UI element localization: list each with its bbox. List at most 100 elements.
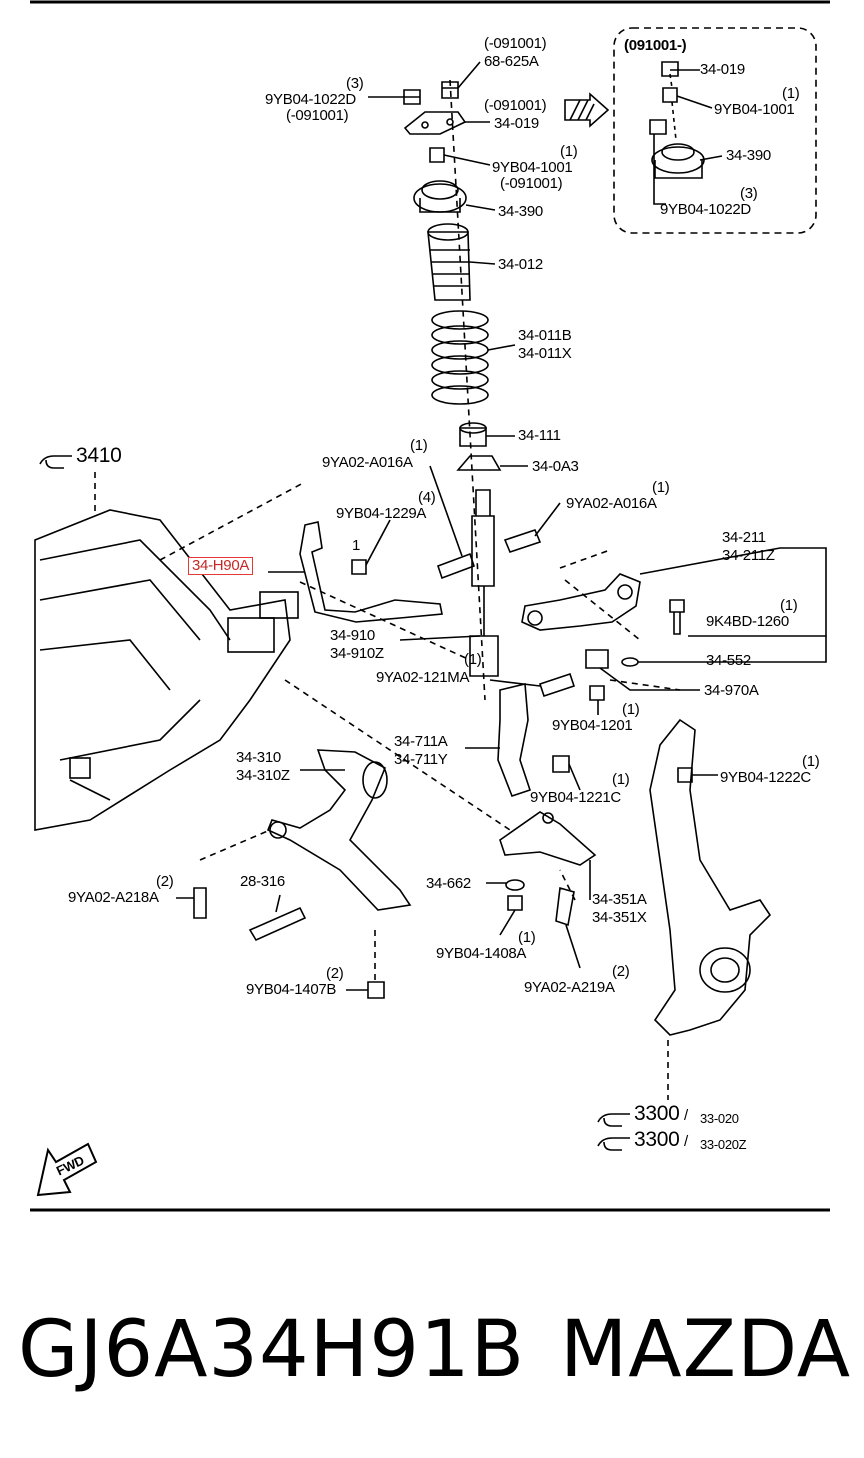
bushing-34-970a <box>585 649 609 669</box>
inset-label-9yb04-1022d: 9YB04-1022D <box>660 201 751 218</box>
label-34-351x: 34-351X <box>592 909 647 926</box>
label-9yb04-1407b: 9YB04-1407B <box>246 981 337 998</box>
label-34-211z: 34-211Z <box>722 547 775 564</box>
inset-box <box>613 27 817 234</box>
footer: GJ6A34H91B MAZDA <box>0 1300 864 1400</box>
inset-label-9yb04-1001: 9YB04-1001 <box>714 101 795 118</box>
pointer-icon-3410 <box>39 455 72 469</box>
qty-9k4bd-1260: (1) <box>780 597 798 614</box>
label-34-310: 34-310 <box>236 749 281 766</box>
label-34-910: 34-910 <box>330 627 375 644</box>
label-9yb04-1229a: 9YB04-1229A <box>336 505 427 522</box>
strut-axis <box>449 79 486 701</box>
stabilizer-link <box>299 521 443 623</box>
dust-boot <box>427 231 471 301</box>
label-34-711a: 34-711A <box>394 733 448 750</box>
parts-diagram: (-091001) 68-625A (3) 9YB04-1022D (-0910… <box>30 0 830 1212</box>
qty-9ya02-a016a-left: (1) <box>410 437 428 454</box>
bolt-9ya02-a218a <box>193 887 207 919</box>
coil-spring <box>431 310 489 405</box>
steering-knuckle <box>649 718 772 1036</box>
qty-9ya02-a218a: (2) <box>156 873 174 890</box>
inset-nut-9yb04-1022d <box>649 119 667 205</box>
label-34-711y: 34-711Y <box>394 751 448 768</box>
ball-joint <box>499 811 597 866</box>
bolt-9ya02-121ma <box>538 672 576 698</box>
nut-68-625a <box>441 81 459 99</box>
ref-separator-a: / <box>684 1107 688 1124</box>
fwd-arrow <box>36 1142 98 1197</box>
upper-arm <box>521 573 641 631</box>
label-34-662: 34-662 <box>426 875 471 892</box>
label-34-390: 34-390 <box>498 203 543 220</box>
label-34-351a: 34-351A <box>592 891 647 908</box>
label-9yb04-1001: 9YB04-1001 <box>492 159 573 176</box>
ref-3300-a[interactable]: 3300 <box>634 1102 680 1125</box>
qty-9yb04-1201: (1) <box>622 701 640 718</box>
pointer-icon-3300b <box>597 1137 630 1151</box>
qty-9yb04-1229a: (4) <box>418 489 436 506</box>
qty-9yb04-1001: (1) <box>560 143 578 160</box>
qty-9ya02-a016a-right: (1) <box>652 479 670 496</box>
label-9yb04-1001-rev: (-091001) <box>500 175 563 192</box>
qty-9ya02-121ma: (1) <box>464 651 482 668</box>
qty-9ya02-a219a: (2) <box>612 963 630 980</box>
label-34-011b: 34-011B <box>518 327 572 344</box>
label-34-019-rev: (-091001) <box>484 97 547 114</box>
ref-3300-b[interactable]: 3300 <box>634 1128 680 1151</box>
washer-34-662 <box>505 879 525 891</box>
pointer-icon-3300a <box>597 1113 630 1127</box>
label-9yb04-1222c: 9YB04-1222C <box>720 769 811 786</box>
ref-33-020[interactable]: 33-020 <box>700 1111 739 1126</box>
ref-3410[interactable]: 3410 <box>76 444 122 467</box>
label-9yb04-1408a: 9YB04-1408A <box>436 945 527 962</box>
label-9ya02-a218a: 9YA02-A218A <box>68 889 159 906</box>
label-9yb04-1201: 9YB04-1201 <box>552 717 633 734</box>
inset-nut-34-019 <box>661 61 679 77</box>
label-34-910z: 34-910Z <box>330 645 384 662</box>
label-68-625a: 68-625A <box>484 53 539 70</box>
shock-absorber <box>469 489 499 677</box>
label-34-552: 34-552 <box>706 652 751 669</box>
qty-34-h90a: 1 <box>352 537 361 554</box>
label-34-111: 34-111 <box>518 427 561 444</box>
nut-9yb04-1229a <box>351 559 367 575</box>
label-9ya02-a219a: 9YA02-A219A <box>524 979 615 996</box>
bolt-9ya02-a016a-left <box>436 552 476 580</box>
nut-9yb04-1407b <box>367 981 385 999</box>
inset-nut-9yb04-1001 <box>662 87 678 103</box>
washer-34-552 <box>621 657 639 667</box>
nut-9yb04-1022d <box>403 89 421 105</box>
label-9yb04-1022d: 9YB04-1022D <box>265 91 356 108</box>
nut-9yb04-1221c <box>552 755 570 773</box>
label-34-970a: 34-970A <box>704 682 759 699</box>
label-9ya02-a016a-right: 9YA02-A016A <box>566 495 657 512</box>
bolt-9ya02-a016a-right <box>503 529 542 553</box>
top-plate <box>403 111 467 135</box>
bolt-28-316 <box>248 906 307 942</box>
qty-9yb04-1407b: (2) <box>326 965 344 982</box>
nut-9yb04-1408a <box>507 895 523 911</box>
bolt-9k4bd-1260 <box>669 599 685 635</box>
nut-9yb04-1222c <box>677 767 693 783</box>
knuckle-34-711a <box>497 683 532 797</box>
inset-qty-9yb04-1001: (1) <box>782 85 800 102</box>
ref-separator-b: / <box>684 1133 688 1150</box>
label-34-012: 34-012 <box>498 256 543 273</box>
inset-label-34-390: 34-390 <box>726 147 771 164</box>
brand-name: MAZDA <box>560 1305 852 1395</box>
bump-stop <box>459 427 487 447</box>
label-68-625a-rev: (-091001) <box>484 35 547 52</box>
inset-label-34-019: 34-019 <box>700 61 745 78</box>
label-9k4bd-1260: 9K4BD-1260 <box>706 613 789 630</box>
qty-9yb04-1222c: (1) <box>802 753 820 770</box>
ref-33-020z[interactable]: 33-020Z <box>700 1137 747 1152</box>
qty-9yb04-1408a: (1) <box>518 929 536 946</box>
part-number: GJ6A34H91B <box>18 1305 526 1395</box>
label-9ya02-121ma: 9YA02-121MA <box>376 669 470 686</box>
label-9ya02-a016a-left: 9YA02-A016A <box>322 454 413 471</box>
diagram-drawing <box>30 0 830 1212</box>
subframe <box>34 509 291 831</box>
inset-header: (091001-) <box>624 37 687 54</box>
nut-9yb04-1001 <box>429 147 445 163</box>
